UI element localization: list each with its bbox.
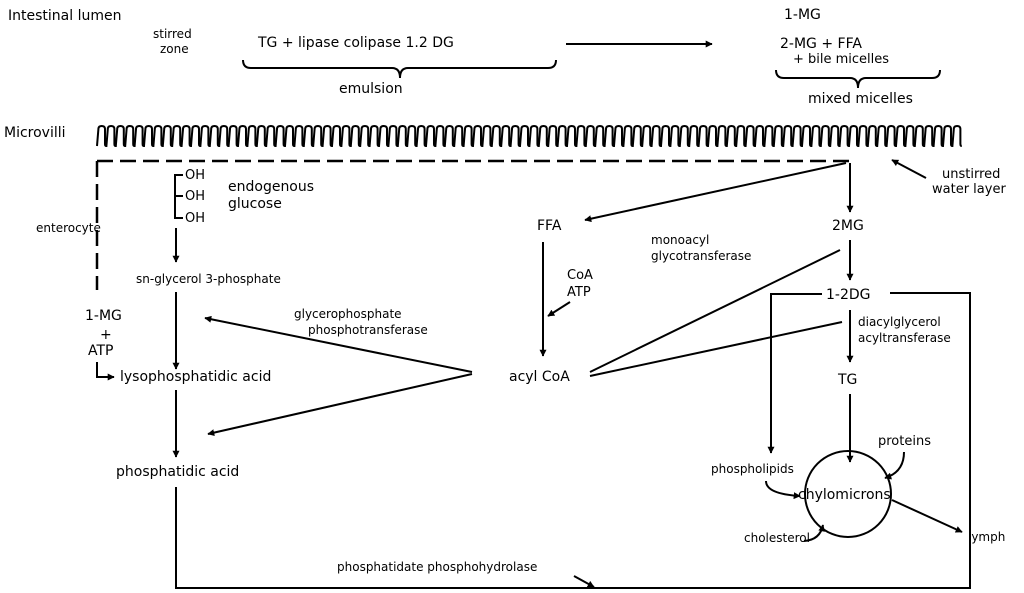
phospholipids-label: phospholipids [711, 462, 794, 476]
micelle-to-ffa-arrow [585, 163, 846, 220]
chylomicron-to-lymph-arrow [892, 500, 962, 532]
phosphohydrolase-arrow [574, 576, 594, 587]
chylomicrons-label: chylomicrons [798, 487, 891, 503]
phosphotransferase-label: phosphotransferase [308, 323, 428, 337]
one-mg-top-label: 1-MG [784, 7, 821, 23]
atp2-label: ATP [567, 285, 591, 300]
endogenous-label: endogenous [228, 179, 314, 195]
water-layer-label: water layer [932, 182, 1006, 197]
oh-label-1: OH [185, 168, 205, 183]
mixed-micelles-brace [776, 70, 940, 88]
zone-label: zone [160, 42, 189, 56]
lysophosphatidic-label: lysophosphatidic acid [120, 369, 271, 385]
oh-bracket [175, 175, 183, 218]
diacylglycerol-label: diacylglycerol [858, 315, 941, 329]
proteins-arrow [885, 452, 904, 478]
cholesterol-label: cholesterol [744, 531, 810, 545]
dg-12-label: 1-2DG [826, 287, 871, 303]
glycerophosphate-label: glycerophosphate [294, 307, 402, 321]
acylcoa-to-2mg-line [590, 250, 840, 372]
monoacyl-label: monoacyl [651, 233, 709, 247]
mixed-micelles-label: mixed micelles [808, 91, 913, 107]
oh-label-2: OH [185, 189, 205, 204]
coa-atp-arrow [548, 302, 570, 316]
ffa-label: FFA [537, 218, 562, 234]
two-mg-label: 2MG [832, 218, 864, 234]
bile-micelles-label: + bile micelles [793, 52, 889, 67]
one-mg-label: 1-MG [85, 308, 122, 324]
lumen-reaction-label: TG + lipase colipase 1.2 DG [257, 35, 454, 51]
lymph-label: lymph [968, 530, 1005, 544]
plus-label: + [100, 327, 112, 343]
enterocyte-label: enterocyte [36, 221, 101, 235]
emulsion-label: emulsion [339, 81, 403, 97]
one-mg-to-lyso-arrow [97, 362, 114, 377]
intestinal-lumen-label: Intestinal lumen [8, 8, 121, 24]
emulsion-brace [243, 60, 556, 78]
sn-glycerol-label: sn-glycerol 3-phosphate [136, 272, 281, 286]
microvilli-border [97, 126, 962, 146]
proteins-label: proteins [878, 434, 931, 449]
phosphatidic-label: phosphatidic acid [116, 464, 239, 480]
stirred-label: stirred [153, 27, 192, 41]
tg-label: TG [837, 372, 857, 388]
phospholipids-to-chylomicron-arrow [766, 481, 800, 496]
phosphohydrolase-label: phosphatidate phosphohydrolase [337, 560, 537, 574]
acyl-coa-label: acyl CoA [509, 369, 570, 385]
glucose-label: glucose [228, 196, 282, 212]
acyltransferase-label: acyltransferase [858, 331, 951, 345]
glycotransferase-label: glycotransferase [651, 249, 751, 263]
two-mg-ffa-label: 2-MG + FFA [780, 36, 862, 52]
microvilli-label: Microvilli [4, 125, 66, 141]
unstirred-label: unstirred [942, 167, 1000, 182]
unstirred-pointer-arrow [892, 160, 926, 178]
acylcoa-to-dg-line [590, 322, 842, 376]
atp-label: ATP [88, 343, 113, 359]
oh-label-3: OH [185, 211, 205, 226]
coa-label: CoA [567, 268, 593, 283]
dg-to-phospholipids-arrow [771, 294, 822, 453]
